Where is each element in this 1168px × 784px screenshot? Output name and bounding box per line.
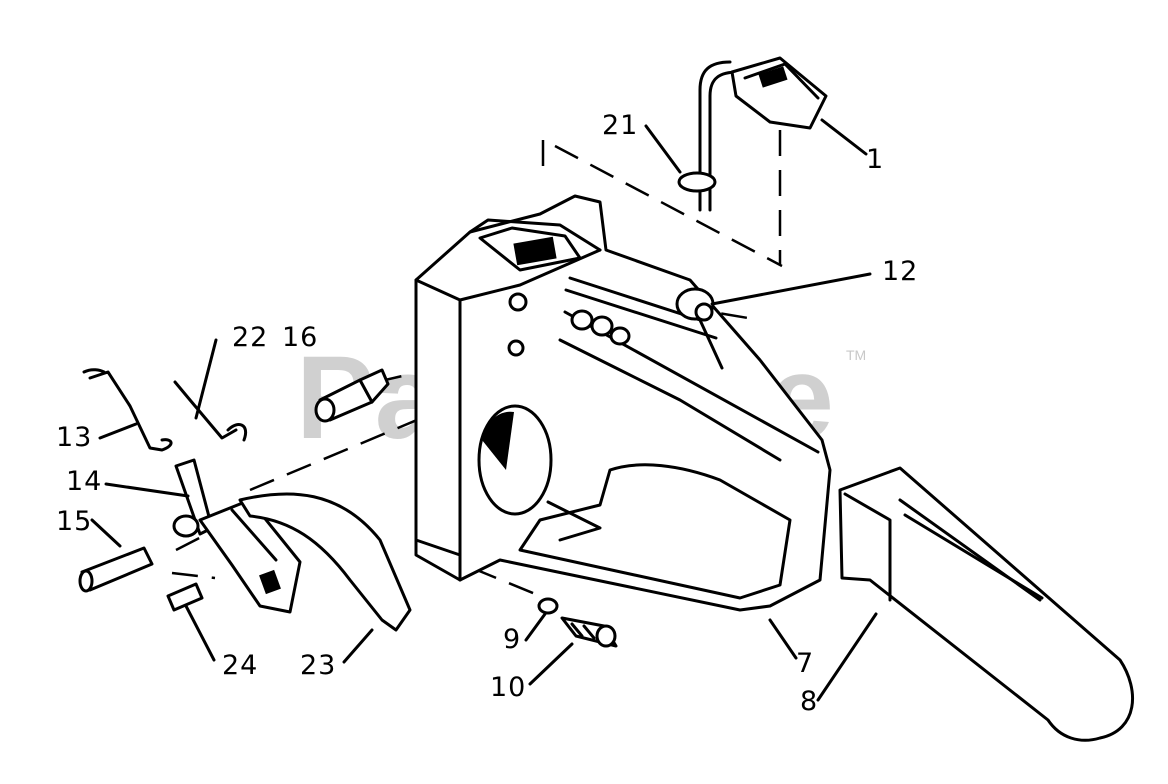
fasteners (537, 597, 618, 648)
callout-1: 1 (866, 144, 884, 175)
callout-12: 12 (882, 256, 918, 287)
handle-housing (414, 194, 832, 612)
callout-8: 8 (800, 686, 818, 717)
leader-lines (90, 118, 878, 702)
bushing-part (675, 287, 715, 322)
pin-part (314, 368, 390, 423)
front-handle (838, 466, 1134, 742)
small-pins (78, 546, 204, 612)
callout-23: 23 (300, 650, 336, 681)
callout-16: 16 (282, 322, 318, 353)
brake-assembly (172, 458, 412, 632)
switch-cable-assembly (677, 56, 828, 212)
callout-14: 14 (66, 466, 102, 497)
callout-24: 24 (222, 650, 258, 681)
callout-15: 15 (56, 506, 92, 537)
callout-21: 21 (602, 110, 638, 141)
spring-parts (82, 368, 247, 452)
callout-13: 13 (56, 422, 92, 453)
callout-9: 9 (503, 624, 521, 655)
watermark-trademark: TM (846, 347, 866, 363)
callout-labels: 1 21 12 22 16 13 14 15 24 23 9 10 7 8 (56, 110, 918, 717)
callout-7: 7 (796, 648, 814, 679)
callout-10: 10 (490, 672, 526, 703)
callout-22: 22 (232, 322, 268, 353)
